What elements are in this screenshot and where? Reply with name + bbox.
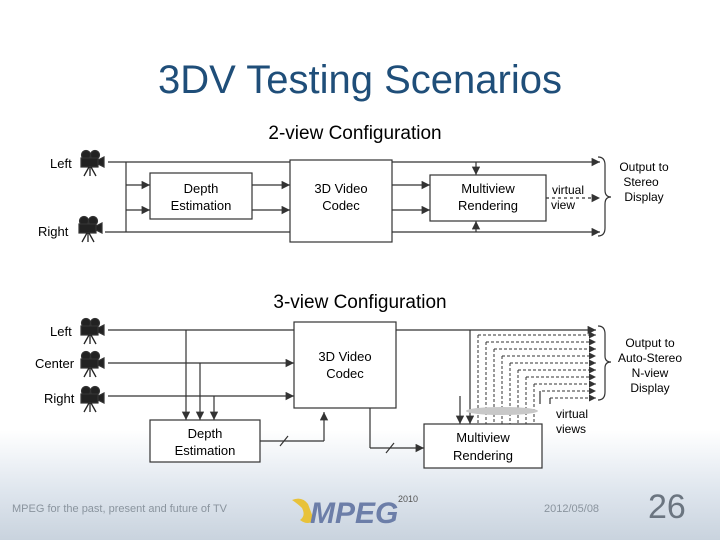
config2-input-right: Right <box>38 224 69 239</box>
camera-icon <box>80 149 105 177</box>
config3-input-right: Right <box>44 391 75 406</box>
config2-diagram: Left Right <box>38 149 612 243</box>
slide-title: 3DV Testing Scenarios <box>158 58 562 102</box>
svg-text:2010: 2010 <box>398 494 418 504</box>
camera-icon <box>80 317 105 345</box>
virtual-views-highlight <box>466 407 538 415</box>
camera-icon <box>78 215 103 243</box>
config3-render-box <box>423 423 543 469</box>
footer-tagline: MPEG for the past, present and future of… <box>12 503 228 515</box>
config3-diagram: Left Center Right <box>35 317 612 469</box>
config3-input-center: Center <box>35 356 75 371</box>
config2-input-left: Left <box>50 156 72 171</box>
config3-input-left: Left <box>50 324 72 339</box>
camera-icon <box>80 385 105 413</box>
page-number: 26 <box>648 488 686 526</box>
config2-depth-box <box>149 172 253 220</box>
mpeg-logo: MPEG 2010 <box>292 494 418 530</box>
footer-date: 2012/05/08 <box>544 503 600 515</box>
config2-codec-box <box>289 159 393 243</box>
config3-codec-box <box>293 321 397 409</box>
config3-depth-box <box>149 419 261 463</box>
config2-render-box <box>429 174 547 222</box>
config3-heading: 3-view Configuration <box>273 292 447 313</box>
svg-text:MPEG: MPEG <box>310 497 398 530</box>
config2-heading: 2-view Configuration <box>268 123 442 144</box>
camera-icon <box>80 350 105 378</box>
footer-background <box>0 430 720 540</box>
